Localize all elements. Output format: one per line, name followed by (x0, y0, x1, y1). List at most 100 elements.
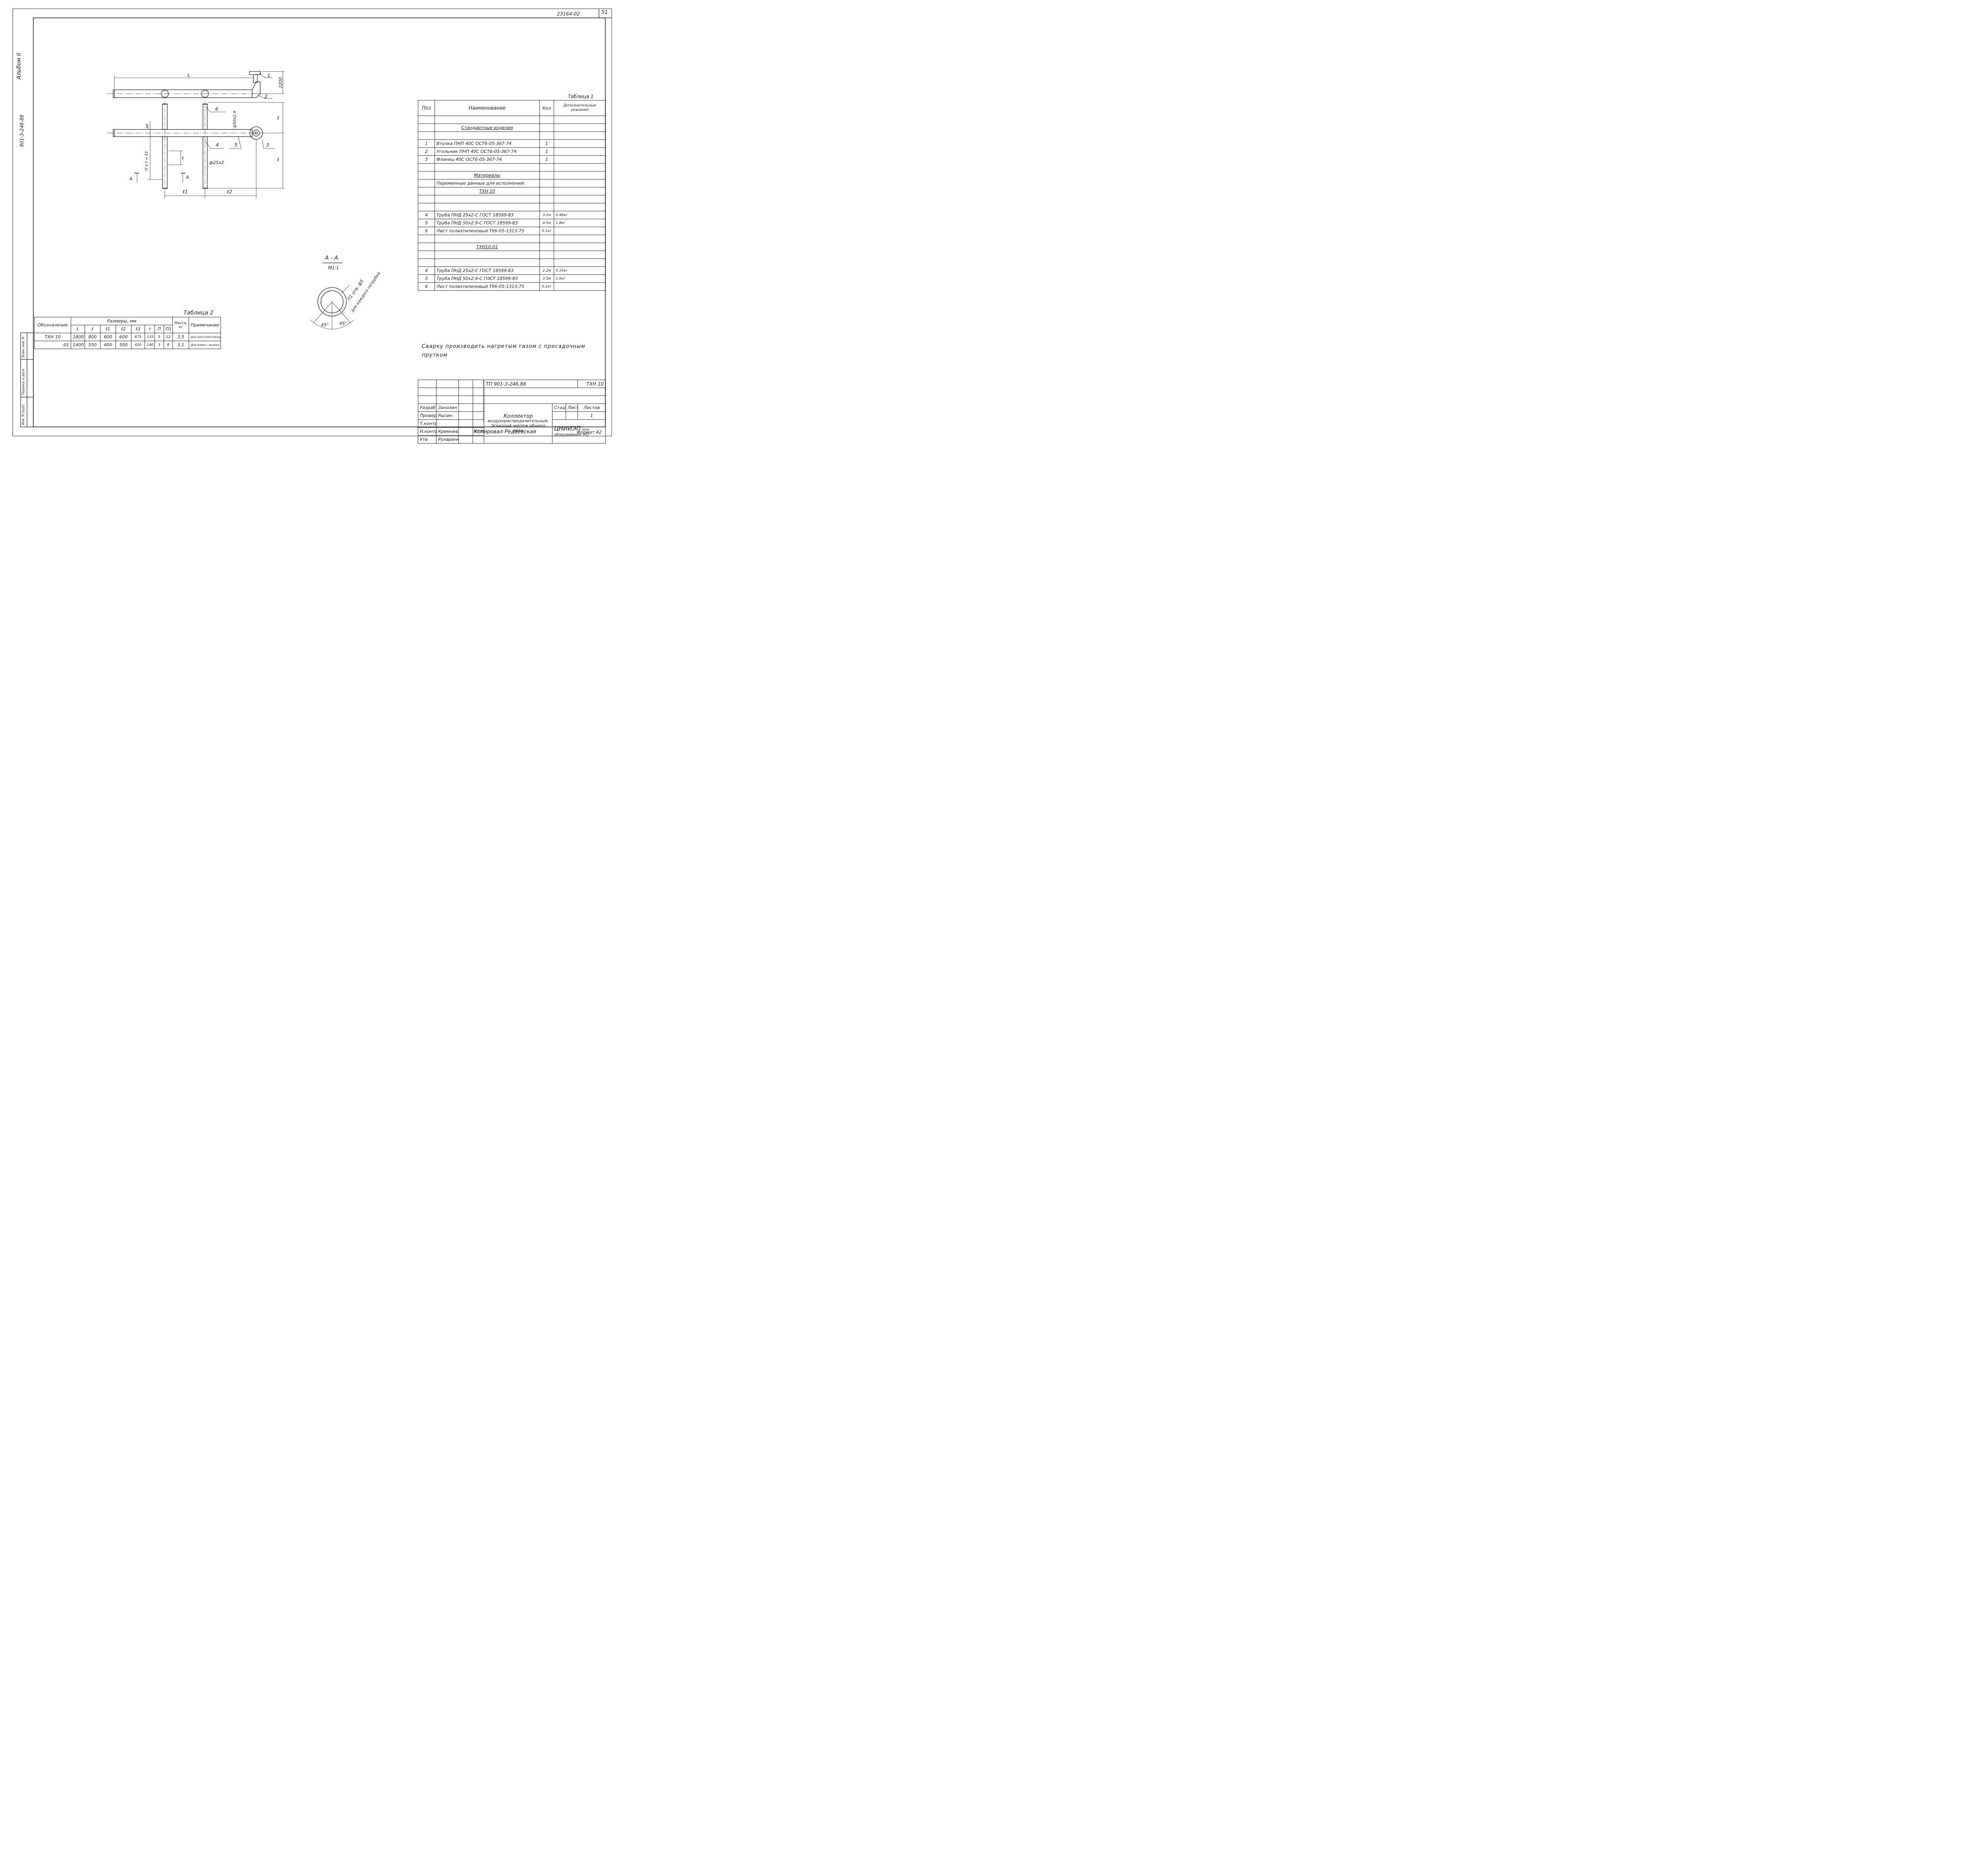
dim-L: L (187, 72, 190, 78)
t1-var1: ТХН 10 (435, 187, 540, 195)
drawing-canvas (12, 8, 612, 436)
t1-pos: 1 (418, 139, 435, 148)
callout-1: 1 (267, 73, 270, 78)
t2-cell: 420 (131, 341, 145, 349)
t1-std-heading: Стандартные изделия (435, 124, 540, 132)
org-name: ЦНИИЭП (554, 425, 581, 432)
t2-cell: 600 (100, 333, 116, 341)
org-dept: оборудования, (554, 432, 582, 437)
t1-var2: ТХН10-01 (435, 243, 540, 251)
t2-h-mass: Масса, кг (172, 317, 189, 333)
role: Т.контр (418, 419, 437, 428)
sheet-header: Лист (565, 403, 578, 412)
dim-l2: ℓ2 (227, 189, 232, 195)
t1-extra: 0.49кг (554, 211, 606, 219)
t1-pos: 2 (418, 147, 435, 156)
sheet-code: 23164-02 (557, 11, 580, 17)
table1-caption: Таблица 1 (568, 94, 594, 99)
dim-pipe25: ф25х2 (209, 160, 224, 165)
t1-pos: 5 (418, 219, 435, 227)
section-mark-left: А (129, 176, 133, 181)
sheet-number: 51 (601, 10, 608, 15)
t2-cell: 550 (84, 341, 100, 349)
t2-cell: Для извест. молока (189, 341, 221, 349)
role: Утв (418, 435, 437, 444)
t1-pos: 4 (418, 266, 435, 275)
t1-pos: 6 (418, 282, 435, 291)
t1-qty: 2.2м (539, 266, 554, 275)
t2-col: ℓ1 (100, 325, 116, 333)
t2-col: L (71, 325, 85, 333)
angle-right: 45° (339, 321, 347, 326)
t1-h-pos: Поз (418, 100, 435, 116)
callout-5: 5 (234, 142, 238, 148)
t2-cell: 1400 (71, 341, 85, 349)
section-scale: М1:1 (328, 265, 339, 270)
t1-name: Угольник ПНП 40С ОСТ6-05-367-74 (435, 147, 540, 156)
t2-col: П1 (163, 325, 173, 333)
t1-name: Лист полиэтиленовый ТУ6-05-1313-75 (435, 227, 540, 235)
callout-2: 2 (265, 94, 268, 99)
t1-extra (554, 147, 606, 156)
t2-cell: 675 (131, 333, 145, 341)
sheets-value: 1 (578, 411, 606, 420)
table2-caption: Таблица 2 (184, 310, 214, 316)
person: Рухаренко (436, 435, 459, 444)
sheets-header: Листов (578, 403, 606, 412)
t2-cell: 400 (100, 341, 116, 349)
strip-sign: Подпись и дата (21, 369, 25, 395)
t2-cell: 600 (115, 333, 131, 341)
t1-name: Втулка ПНП 40С ОСТ6-05-367-74 (435, 139, 540, 148)
t2-cell: 12 (163, 333, 173, 341)
t2-cell: 3,1 (172, 341, 189, 349)
t1-qty: 1 (539, 139, 554, 148)
t1-qty: 0.1кг (539, 227, 554, 235)
dim-nxt: П х t = ℓ3 (145, 151, 149, 171)
t2-cell: 3 (155, 341, 164, 349)
dim-l1: ℓ1 (183, 189, 188, 195)
person (436, 419, 459, 428)
t2-cell: 5 (155, 333, 164, 341)
t1-qty: 1 (539, 155, 554, 164)
t2-col: ℓ3 (131, 325, 145, 333)
strip-inv: Инв. N подл. (21, 404, 25, 425)
t1-h-qty: Кол (539, 100, 554, 116)
table-row: -01 1400 550 400 500 420 140 3 8 3,1 Для… (34, 341, 221, 349)
product-name-2: воздухораспределительный. (487, 419, 549, 423)
callout-4: 4 (216, 142, 219, 148)
t1-qty: 0.1кг (539, 282, 554, 291)
t2-h-sizes: Размеры, мм (71, 317, 173, 325)
dim-pipe50: ф50х2,9 (233, 110, 237, 128)
t2-cell: 140 (145, 341, 155, 349)
callout-3: 3 (266, 142, 269, 148)
sheet-format: Формат А2 (577, 430, 602, 435)
role: Разраб (418, 403, 437, 412)
t1-pos: 3 (418, 155, 435, 164)
t1-h-name: Наименование (435, 100, 540, 116)
t1-name: Лист полиэтиленовый ТУ6-05-1313-75 (435, 282, 540, 291)
t1-extra (554, 139, 606, 148)
t2-cell: 500 (115, 341, 131, 349)
org-ko: КО (583, 432, 589, 437)
angle-left: 45° (321, 322, 329, 328)
t1-name: Фланец 40С ОСТ6-05-367-74 (435, 155, 540, 164)
title-block-grid: ТП 901-3-246.88 ТХН 10 Разраб Занозин Ко… (418, 380, 606, 444)
table1: Поз Наименование Кол Дополнительные указ… (418, 100, 606, 291)
t2-cell: 1800 (71, 333, 85, 341)
t1-extra: 0.33кг (554, 266, 606, 275)
welding-note: Сварку производить нагретым газом с прис… (422, 344, 585, 358)
t1-extra (554, 282, 606, 291)
t2-cell: 3,5 (172, 333, 189, 341)
t2-col: ℓ2 (115, 325, 131, 333)
doc-mark: ТХН 10 (578, 380, 606, 388)
dim-40: 40 (145, 124, 150, 129)
product-name-3: Эскизный чертеж общего вида (491, 423, 545, 433)
t1-name: Труба ПНД 25х2-С ГОСТ 18599-83 (435, 211, 540, 219)
